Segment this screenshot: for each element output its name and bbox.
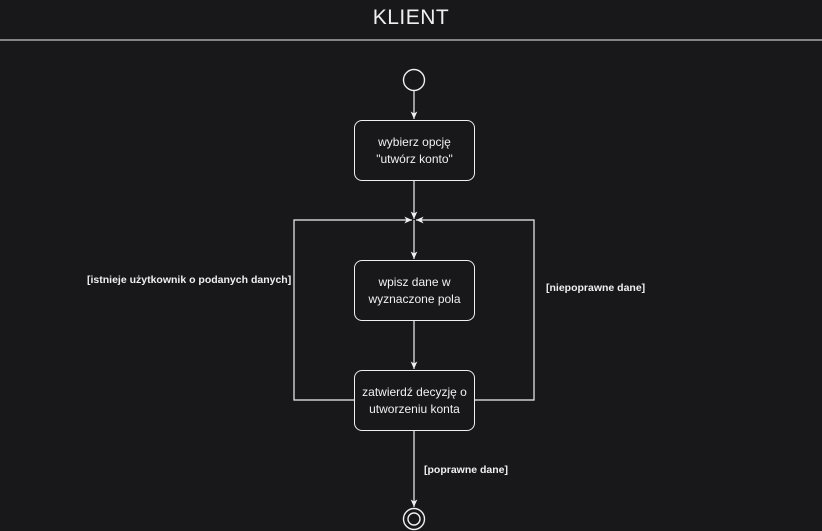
diagram-title: KLIENT [372, 6, 450, 29]
action-select-create-account-label: wybierz opcję "utwórz konto" [376, 134, 453, 166]
action-enter-data: wpisz dane w wyznaczone pola [354, 260, 475, 321]
initial-node [402, 68, 426, 92]
action-select-create-account: wybierz opcję "utwórz konto" [354, 120, 475, 181]
flow-loop-user-exists [293, 216, 412, 401]
final-node-inner [407, 512, 421, 526]
action-enter-data-label: wpisz dane w wyznaczone pola [368, 274, 461, 306]
guard-user-exists: [istnieje użytkownik o podanych danych] [87, 274, 292, 286]
guard-valid-data: [poprawne dane] [424, 464, 509, 476]
guard-invalid-data: [niepoprawne dane] [546, 282, 646, 294]
flow-loop-invalid-data [416, 216, 535, 401]
final-node-outer [402, 507, 426, 531]
action-confirm-account-label: zatwierdź decyzję o utworzeniu konta [362, 384, 467, 416]
action-confirm-account: zatwierdź decyzję o utworzeniu konta [354, 370, 475, 431]
